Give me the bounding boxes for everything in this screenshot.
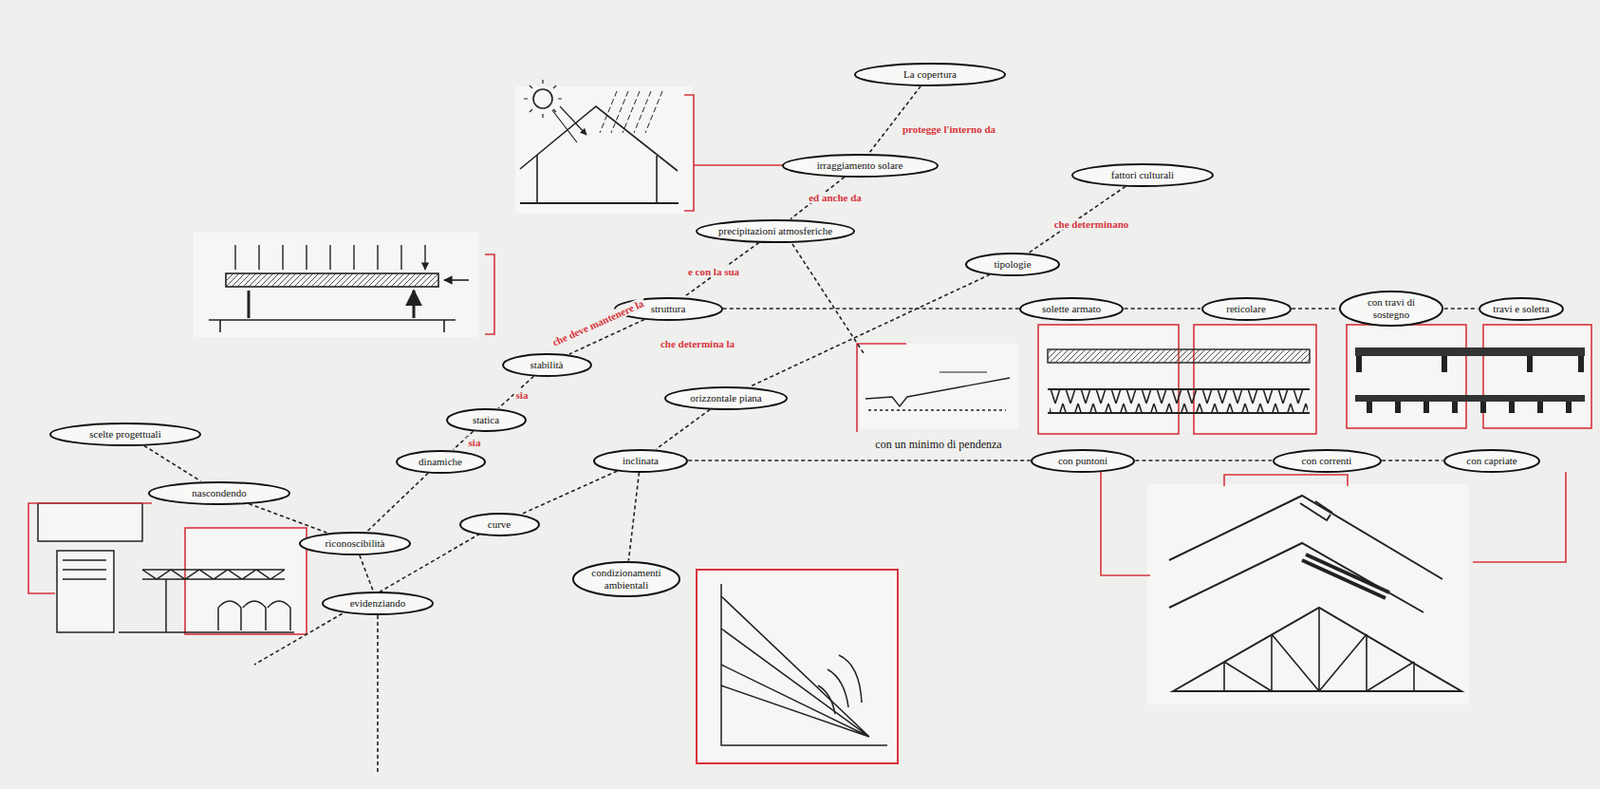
red-bracket [484, 254, 495, 335]
concept-text: con correnti [1302, 454, 1353, 467]
concept-ellipse: La copertura [854, 62, 1006, 87]
dashed-connector [1444, 307, 1479, 310]
concept-text: struttura [651, 302, 687, 316]
concept-text: solette armato [1041, 302, 1101, 316]
link-phrase: e con la sua [686, 265, 742, 278]
concept-text: curve [487, 518, 511, 531]
link-phrase: ed anche da [806, 191, 864, 204]
dashed-connector [723, 307, 1020, 310]
concept-ellipse: con travi di sostegno [1339, 290, 1444, 327]
link-phrase: protegge l'interno da [900, 123, 998, 135]
concept-text: inclinata [622, 454, 659, 467]
dashed-connector [367, 472, 428, 531]
dashed-connector [498, 375, 534, 409]
concept-ellipse: nascondendo [148, 481, 291, 505]
dashed-connector [248, 503, 327, 533]
dashed-connector [521, 470, 618, 514]
roof-truss-figure [1147, 483, 1470, 705]
concept-text: stabilità [530, 358, 564, 372]
flat-roof-figure [858, 343, 1019, 429]
concept-text: con puntoni [1058, 454, 1108, 467]
concept-text: riconoscibilità [325, 537, 386, 550]
concept-text: nascondendo [191, 486, 246, 500]
concept-ellipse: riconoscibilità [298, 531, 411, 556]
concept-text: tipologie [993, 258, 1031, 271]
beam-load-figure [193, 232, 479, 337]
leader-line [792, 243, 864, 354]
link-phrase: che determinano [1052, 218, 1132, 230]
link-phrase: che deve mantenere la [548, 297, 648, 350]
concept-ellipse: curve [459, 512, 540, 537]
dashed-connector [869, 86, 922, 154]
concept-text: precipitazioni atmosferiche [718, 224, 833, 238]
concept-ellipse: tipologie [965, 252, 1061, 277]
concept-text: con travi di sostegno [1353, 296, 1430, 320]
dashed-connector [1134, 459, 1272, 462]
red-bracket [1100, 471, 1566, 576]
slab-truss-figure [1038, 324, 1317, 434]
link-phrase: che determina la [658, 337, 737, 350]
concept-text: orizzontale piana [689, 391, 762, 405]
link-phrase: sia [514, 389, 531, 401]
building-figure [37, 502, 307, 634]
dashed-connector [628, 472, 639, 561]
beam-slab-figure [1346, 324, 1592, 428]
concept-ellipse: stabilità [502, 353, 593, 377]
dashed-connector [749, 274, 990, 387]
dashed-connector [1381, 459, 1443, 462]
concept-ellipse: con correnti [1272, 448, 1382, 473]
dashed-connector [684, 241, 760, 297]
concept-text: con capriate [1466, 454, 1517, 467]
red-bracket [684, 94, 783, 211]
concept-ellipse: solette armato [1019, 297, 1124, 321]
concept-ellipse: condizionamenti ambientali [572, 560, 681, 597]
concept-ellipse: dinamiche [395, 449, 486, 474]
concept-ellipse: orizzontale piana [664, 386, 788, 410]
concept-ellipse: reticolare [1201, 297, 1292, 321]
concept-ellipse: fattori culturali [1071, 163, 1214, 187]
concept-text: dinamiche [418, 455, 463, 468]
house-figure [515, 79, 692, 214]
red-bracket [856, 343, 907, 432]
concept-text: condizionamenti ambientali [586, 566, 667, 591]
concept-ellipse: precipitazioni atmosferiche [695, 219, 856, 243]
concept-ellipse: travi e soletta [1478, 297, 1564, 321]
concept-ellipse: inclinata [593, 448, 689, 473]
dashed-connector [359, 555, 373, 591]
link-phrase: sia [466, 436, 484, 448]
dashed-connector [688, 459, 1031, 462]
concept-ellipse: evidenziando [321, 591, 434, 615]
concept-text: travi e soletta [1492, 302, 1549, 316]
concept-text: scelte progettuali [89, 427, 161, 441]
concept-ellipse: irraggiamento solare [781, 153, 939, 178]
concept-ellipse: con puntoni [1030, 448, 1135, 473]
dashed-connector [1124, 307, 1201, 310]
red-bracket [28, 502, 152, 594]
concept-ellipse: con capriate [1443, 448, 1541, 473]
concept-ellipse: scelte progettuali [49, 422, 202, 447]
leader-line [376, 614, 379, 774]
concept-text: fattori culturali [1111, 168, 1174, 182]
concept-ellipse: statica [446, 408, 527, 432]
concept-text: irraggiamento solare [817, 159, 904, 172]
concept-text: statica [472, 413, 500, 427]
dashed-connector [1291, 307, 1339, 310]
dashed-connector [655, 409, 710, 449]
slope-graph [696, 569, 898, 763]
dashed-connector [144, 445, 202, 481]
concept-text: evidenziando [350, 596, 407, 610]
figure-caption: con un minimo di pendenza [873, 437, 1004, 452]
concept-text: La copertura [903, 68, 957, 81]
concept-text: reticolare [1226, 302, 1266, 316]
